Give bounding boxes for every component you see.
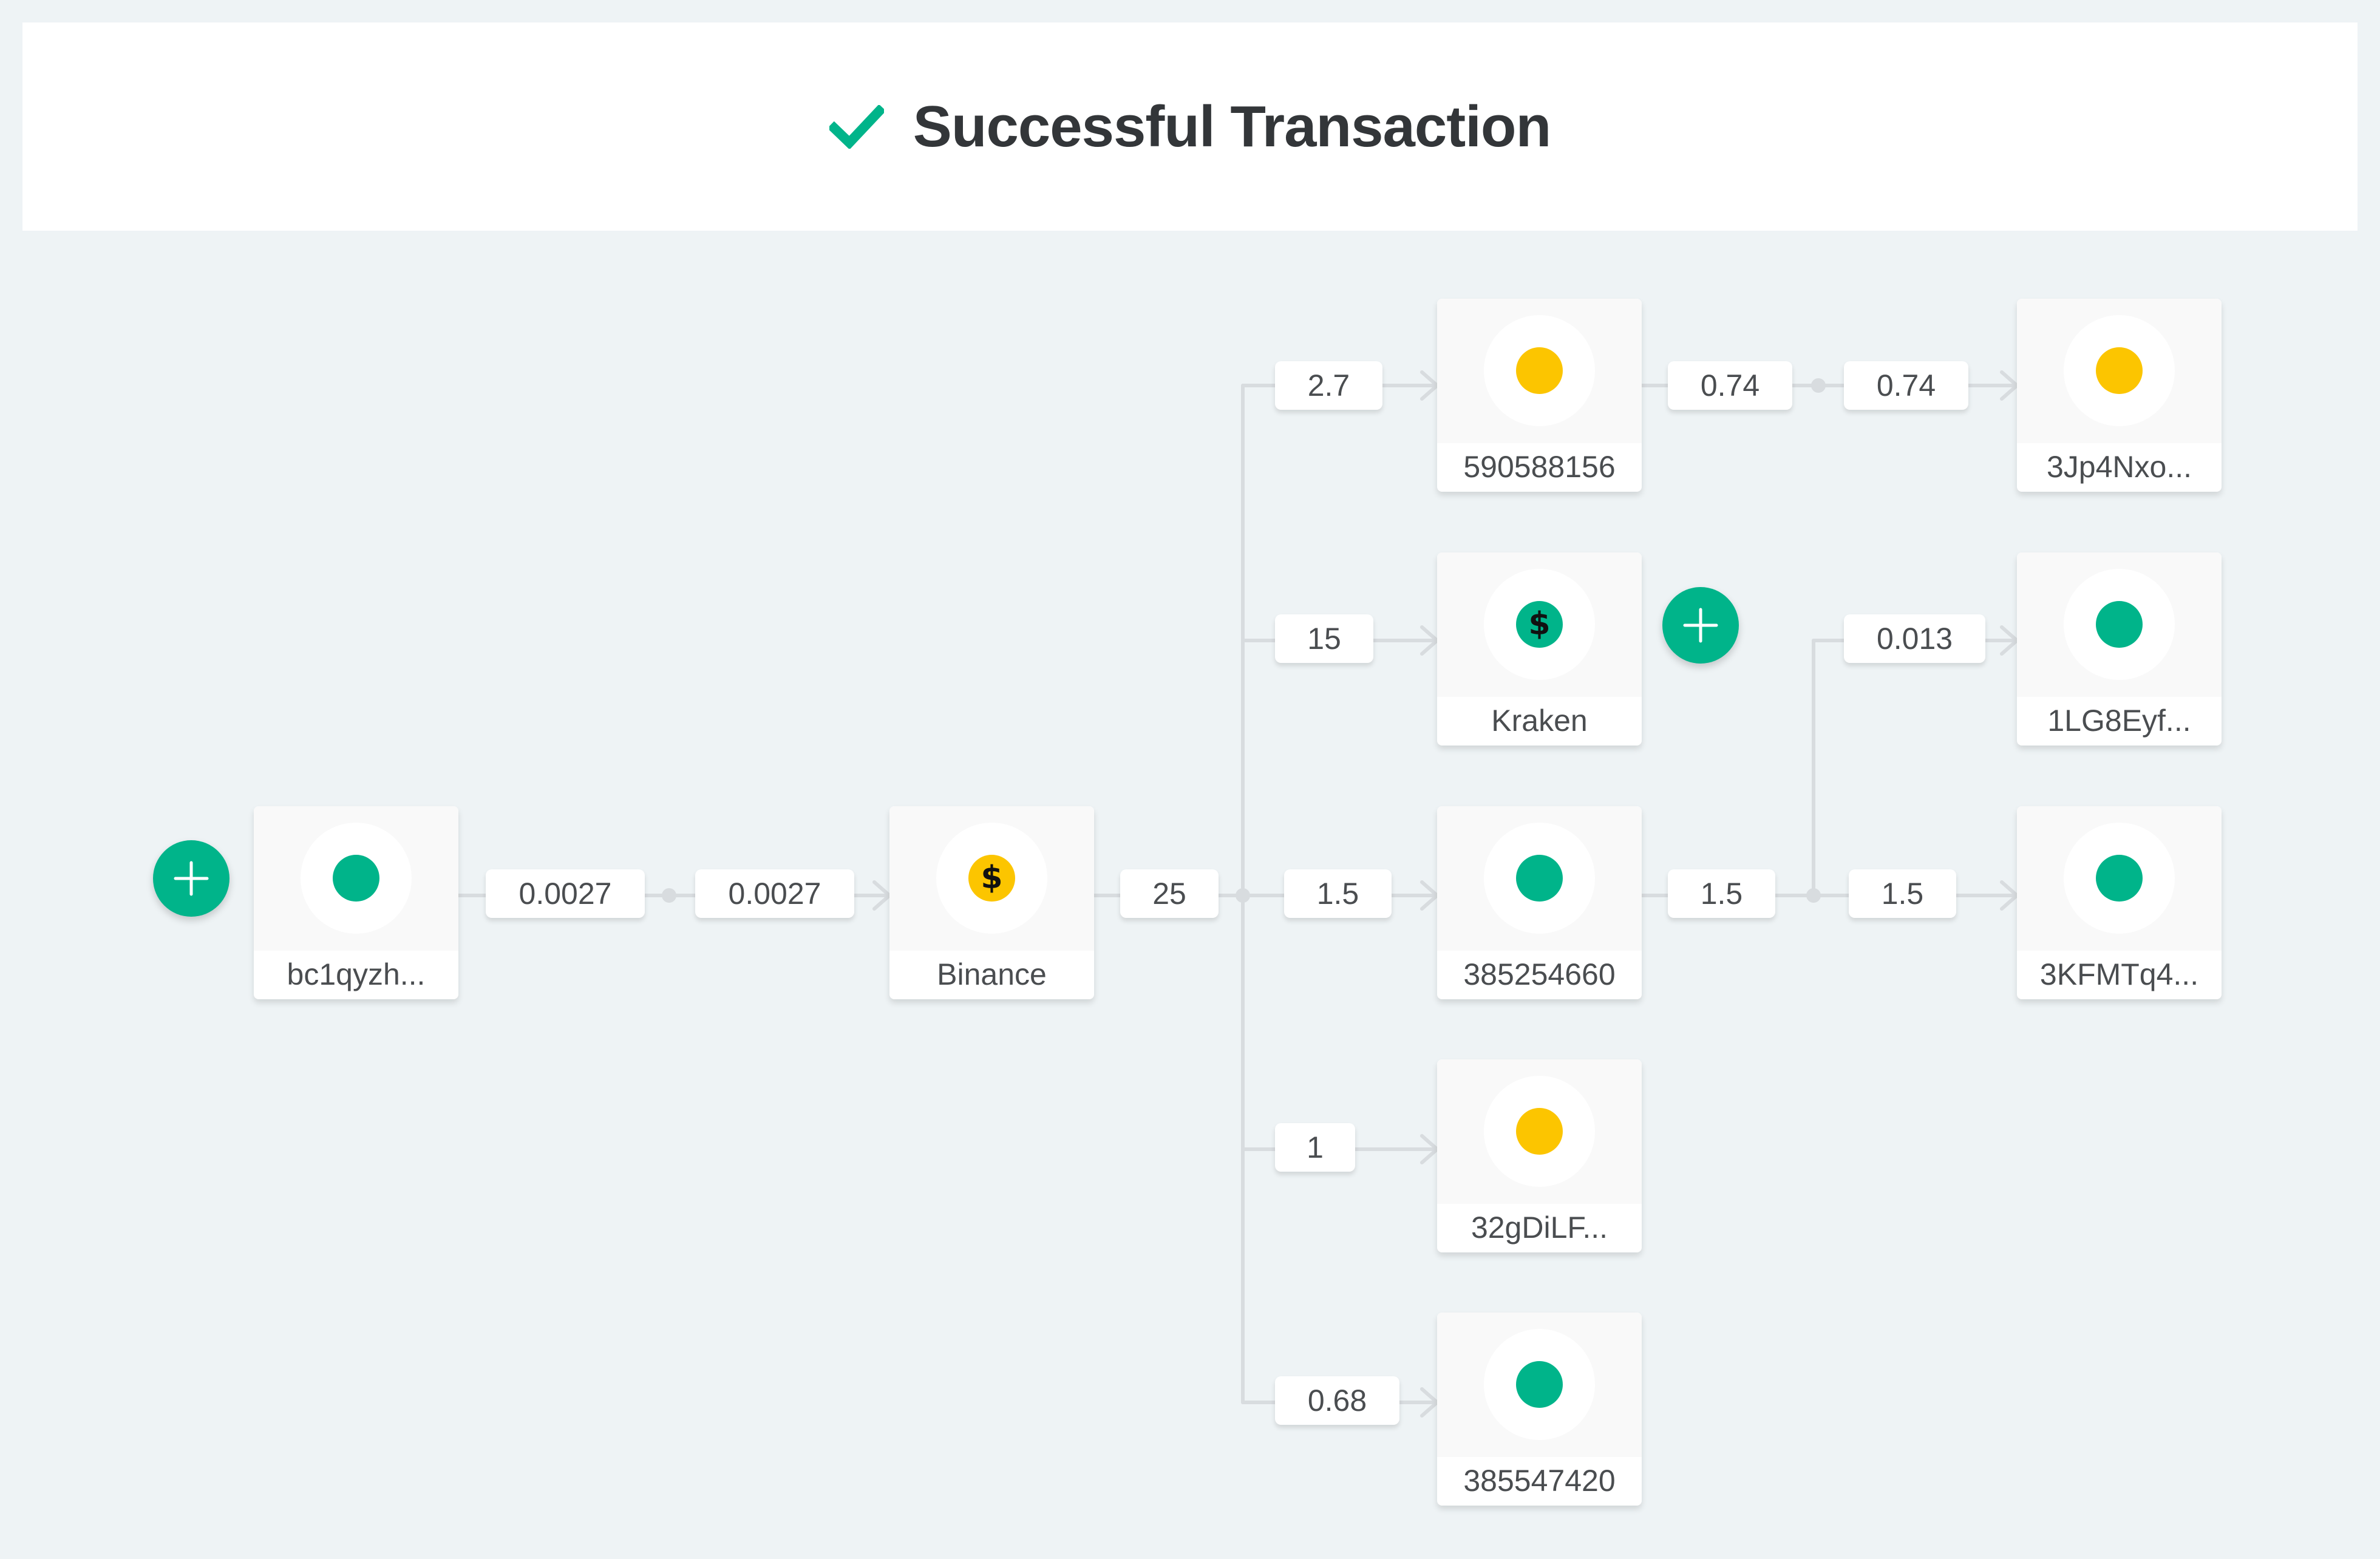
node-label: Binance <box>937 957 1047 991</box>
node-1lg8eyf[interactable]: 1LG8Eyf... <box>2017 552 2222 746</box>
edge-amount-label[interactable]: 1 <box>1275 1123 1355 1172</box>
yellow-dot-icon <box>1516 1108 1563 1155</box>
green-dot-icon <box>1516 855 1563 902</box>
edge-amount-label[interactable]: 2.7 <box>1275 361 1382 410</box>
dollar-coin-icon: $ <box>968 855 1015 902</box>
edge-amount-label[interactable]: 1.5 <box>1849 869 1956 918</box>
yellow-dot-icon <box>2096 347 2143 394</box>
junction-dot <box>1236 888 1250 903</box>
expand-left-button[interactable] <box>153 840 229 917</box>
checkmark-icon <box>829 104 884 149</box>
node-385547420[interactable]: 385547420 <box>1437 1313 1642 1506</box>
edge-amount-label[interactable]: 0.68 <box>1275 1376 1399 1425</box>
expand-kraken-button[interactable] <box>1662 587 1739 664</box>
node-binance[interactable]: $ Binance <box>889 806 1094 999</box>
edge-amount-label[interactable]: 0.0027 <box>695 869 854 918</box>
node-3jp4nxo[interactable]: 3Jp4Nxo... <box>2017 299 2222 492</box>
node-label: 32gDiLF... <box>1470 1211 1608 1245</box>
edge-amount-label[interactable]: 1.5 <box>1284 869 1392 918</box>
edge-amount-label[interactable]: 0.74 <box>1668 361 1792 410</box>
header-bar: Successful Transaction <box>22 22 2358 231</box>
node-label: Kraken <box>1491 704 1588 738</box>
edge-amount-label[interactable]: 1.5 <box>1668 869 1775 918</box>
green-dot-icon <box>1516 1361 1563 1408</box>
edge-amount-label[interactable]: 15 <box>1275 614 1373 663</box>
node-label: 385547420 <box>1463 1464 1616 1498</box>
node-3kfmtq4[interactable]: 3KFMTq4... <box>2017 806 2222 999</box>
edge-amount-label[interactable]: 0.74 <box>1844 361 1968 410</box>
node-32gdilf[interactable]: 32gDiLF... <box>1437 1059 1642 1252</box>
node-label: 3KFMTq4... <box>2039 957 2199 991</box>
green-dot-icon <box>2096 855 2143 902</box>
node-bc1qyzh[interactable]: bc1qyzh... <box>254 806 458 999</box>
node-label: 590588156 <box>1463 450 1616 484</box>
junction-dot <box>1806 888 1821 903</box>
node-590588156[interactable]: 590588156 <box>1437 299 1642 492</box>
edge-amount-label[interactable]: 0.0027 <box>486 869 645 918</box>
node-label: bc1qyzh... <box>287 957 426 991</box>
edge-amount-label[interactable]: 25 <box>1120 869 1219 918</box>
edge-amount-label[interactable]: 0.013 <box>1844 614 1985 663</box>
junction-dot <box>1811 378 1826 393</box>
node-label: 3Jp4Nxo... <box>2046 450 2192 484</box>
yellow-dot-icon <box>1516 347 1563 394</box>
header-content: Successful Transaction <box>829 93 1551 160</box>
node-label: 1LG8Eyf... <box>2047 704 2191 738</box>
junction-dot <box>662 888 676 903</box>
green-dot-icon <box>2096 601 2143 648</box>
node-label: 385254660 <box>1463 957 1616 991</box>
plus-icon <box>1683 608 1718 643</box>
plus-icon <box>174 861 209 896</box>
dollar-coin-icon: $ <box>1516 601 1563 648</box>
node-385254660[interactable]: 385254660 <box>1437 806 1642 999</box>
green-dot-icon <box>333 855 379 902</box>
node-kraken[interactable]: $ Kraken <box>1437 552 1642 746</box>
page-title: Successful Transaction <box>913 93 1551 159</box>
